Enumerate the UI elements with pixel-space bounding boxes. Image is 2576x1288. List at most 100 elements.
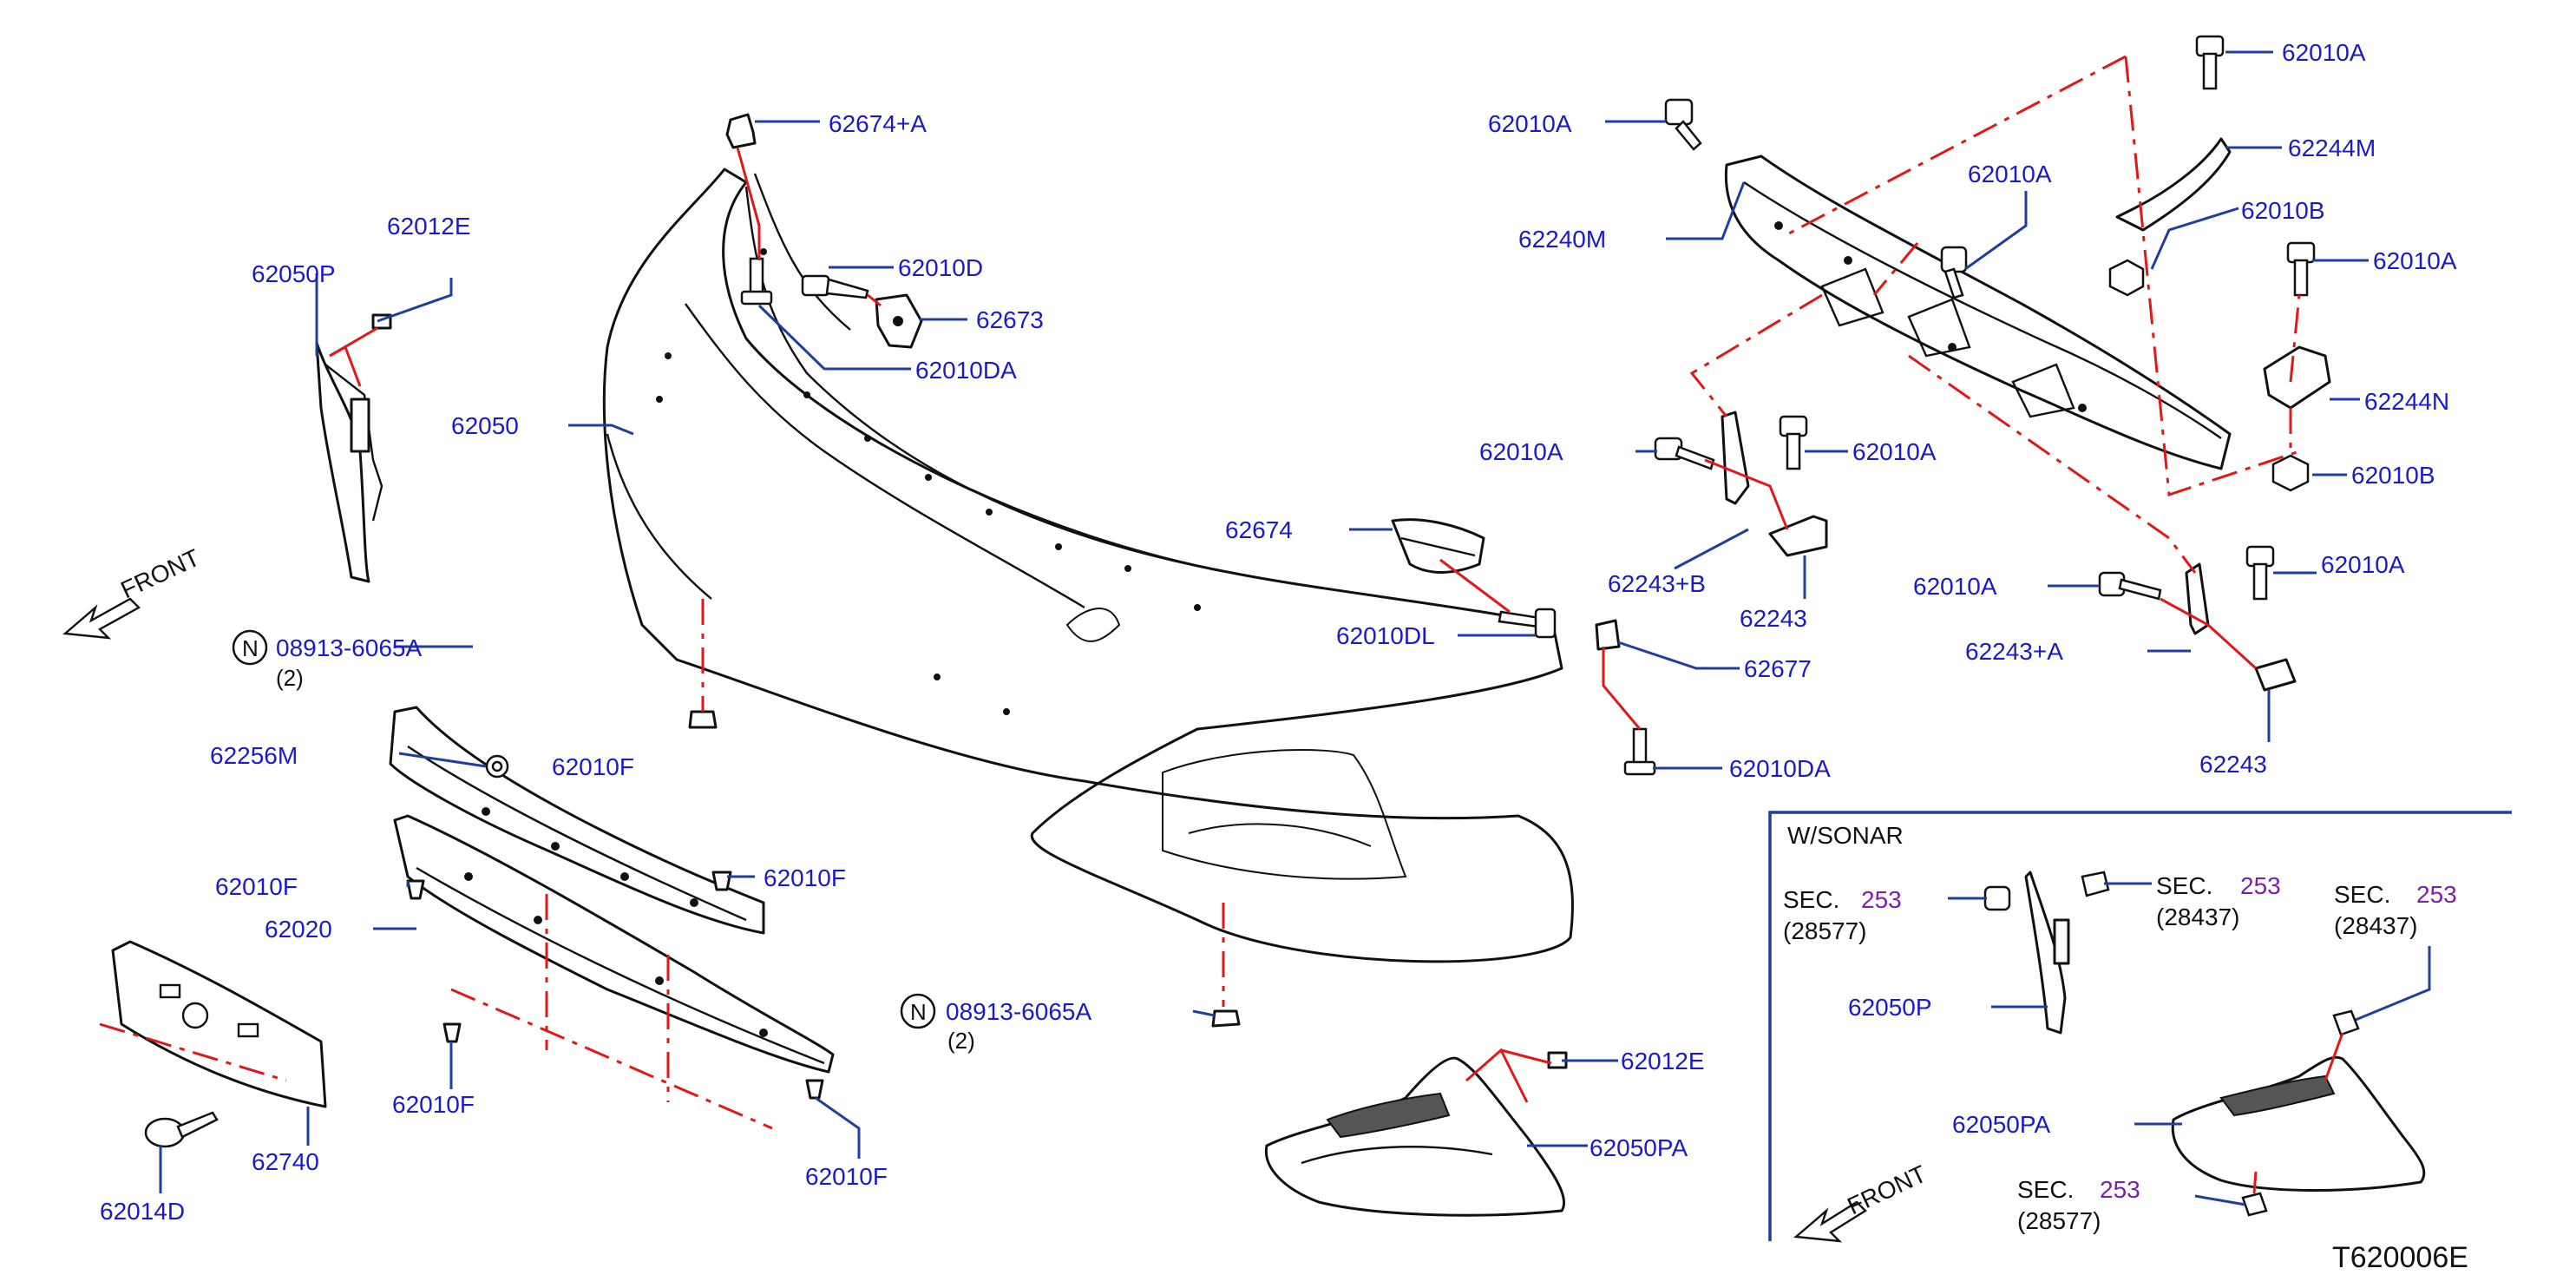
label-62244M: 62244M (2288, 135, 2376, 161)
grommet-62010F-top[interactable] (485, 754, 509, 779)
label-62010DA-mid: 62010DA (1729, 755, 1831, 782)
note-symbol-top: N (232, 629, 268, 666)
label-62740: 62740 (252, 1148, 319, 1175)
clip-08913-top[interactable] (688, 710, 718, 729)
svg-text:N: N (910, 999, 927, 1025)
sonar-sec-a-word: SEC. (1783, 886, 1839, 913)
bolt-62010DA-mid[interactable] (1623, 727, 1656, 776)
label-62010A-1: 62010A (1488, 110, 1572, 137)
label-note-mid-qty: (2) (947, 1028, 975, 1054)
bolt-62010A-8[interactable] (2245, 545, 2275, 601)
front-arrow-left (62, 597, 141, 640)
bolt-62010A-2[interactable] (1940, 246, 1968, 299)
label-62050: 62050 (451, 412, 519, 439)
clip-08913-mid[interactable] (1211, 1009, 1241, 1028)
bolt-62010A-3[interactable] (2195, 35, 2225, 90)
sonar-front-label: FRONT (1843, 1160, 1930, 1220)
label-note-top-qty: (2) (276, 665, 304, 691)
lower-bracket-62256M[interactable] (389, 706, 765, 935)
diagram-code: T620006E (2332, 1241, 2468, 1274)
sonar-fog-bezel-62050PA[interactable] (2171, 1055, 2426, 1192)
sonar-sensor-c[interactable] (2332, 1009, 2360, 1036)
fog-bezel-62050PA[interactable] (1264, 1056, 1566, 1217)
bumper-fascia-62050[interactable] (602, 168, 1574, 963)
label-62240M: 62240M (1518, 226, 1606, 253)
label-62010A-3: 62010A (2282, 39, 2366, 66)
reinforcement-62240M[interactable] (1724, 154, 2232, 470)
bolt-62010A-5[interactable] (1654, 437, 1715, 470)
sonar-sensor-d[interactable] (2241, 1192, 2268, 1217)
label-62050PA-bottom: 62050PA (1590, 1134, 1688, 1161)
label-62010F-e: 62010F (805, 1163, 888, 1190)
screw-62014D[interactable] (144, 1111, 219, 1148)
side-marker-62050P[interactable] (315, 341, 383, 583)
sonar-label-62050P: 62050P (1848, 994, 1932, 1021)
label-62010D: 62010D (898, 254, 983, 281)
bracket-62243-b[interactable] (2254, 658, 2297, 692)
bolt-62010A-7[interactable] (2098, 571, 2162, 601)
bracket-62243-a[interactable] (1768, 515, 1828, 557)
bolt-62010DA-top[interactable] (740, 257, 773, 306)
bracket-62243B[interactable] (1721, 411, 1750, 505)
note-symbol-mid: N (900, 993, 936, 1029)
sonar-ref-c: (28437) (2334, 912, 2418, 939)
nut-62010B-2[interactable] (2271, 454, 2310, 492)
label-note-mid: 08913-6065A (946, 998, 1091, 1025)
sonar-sec-c-num: 253 (2416, 881, 2457, 908)
license-plate-bracket-62740[interactable] (111, 940, 327, 1108)
clip-62010F-a[interactable] (406, 879, 425, 900)
sonar-title: W/SONAR (1787, 822, 1904, 849)
label-62010A-2: 62010A (1968, 161, 2052, 187)
bolt-62010DL[interactable] (1498, 608, 1557, 639)
stay-62244M[interactable] (2115, 137, 2232, 232)
clip-62010F-c[interactable] (442, 1022, 462, 1043)
clip-62674A[interactable] (725, 113, 757, 149)
clip-62010F-d[interactable] (805, 1079, 824, 1100)
label-62010F-c: 62010F (764, 864, 846, 891)
label-62010B-1: 62010B (2241, 197, 2325, 224)
stay-62244N[interactable] (2263, 345, 2331, 410)
sonar-sec-b-word: SEC. (2156, 872, 2212, 899)
clip-62677[interactable] (1595, 619, 1621, 651)
label-62243-a: 62243 (1740, 605, 1807, 632)
sonar-sec-b-num: 253 (2240, 872, 2281, 899)
bracket-62674[interactable] (1391, 518, 1485, 574)
clip-62010F-b[interactable] (711, 871, 732, 891)
sonar-ref-d: (28577) (2017, 1207, 2101, 1234)
label-62050P-left: 62050P (252, 260, 336, 287)
label-62677: 62677 (1744, 655, 1812, 682)
label-62243A: 62243+A (1965, 638, 2063, 665)
bolt-62010A-4[interactable] (2286, 241, 2316, 297)
sonar-sec-d-num: 253 (2100, 1176, 2140, 1203)
label-62010B-2: 62010B (2351, 462, 2435, 489)
label-62256M: 62256M (210, 742, 298, 769)
label-62010A-8: 62010A (2321, 551, 2405, 578)
bolt-62010A-1[interactable] (1664, 98, 1702, 151)
sonar-sensor-a[interactable] (1983, 885, 2011, 911)
sonar-connector-b[interactable] (2081, 871, 2110, 897)
bolt-62010A-6[interactable] (1779, 415, 1808, 470)
label-62674A: 62674+A (829, 110, 927, 137)
label-62012E-left: 62012E (387, 213, 471, 240)
label-62010A-7: 62010A (1913, 573, 1997, 600)
label-front-left: FRONT (116, 544, 204, 604)
label-62673: 62673 (976, 306, 1044, 333)
sonar-sec-c-word: SEC. (2334, 881, 2390, 908)
lower-grille-62020[interactable] (393, 814, 835, 1074)
label-62243B: 62243+B (1608, 570, 1706, 597)
svg-text:N: N (242, 635, 259, 661)
label-62010F-d: 62010F (392, 1091, 475, 1118)
label-62010A-6: 62010A (1852, 438, 1937, 465)
nut-62010B-1[interactable] (2108, 259, 2145, 297)
sonar-side-marker-62050P[interactable] (2024, 871, 2070, 1035)
leader-lines (159, 50, 2431, 1206)
bracket-62673[interactable] (875, 293, 923, 349)
label-62010F-a: 62010F (552, 753, 634, 780)
sonar-inset-frame (1768, 811, 2512, 1241)
bolt-62010D[interactable] (801, 274, 869, 299)
label-62243-b: 62243 (2199, 751, 2267, 778)
sonar-sec-a-num: 253 (1861, 886, 1902, 913)
label-62244N: 62244N (2364, 388, 2449, 415)
label-62014D: 62014D (100, 1198, 185, 1225)
